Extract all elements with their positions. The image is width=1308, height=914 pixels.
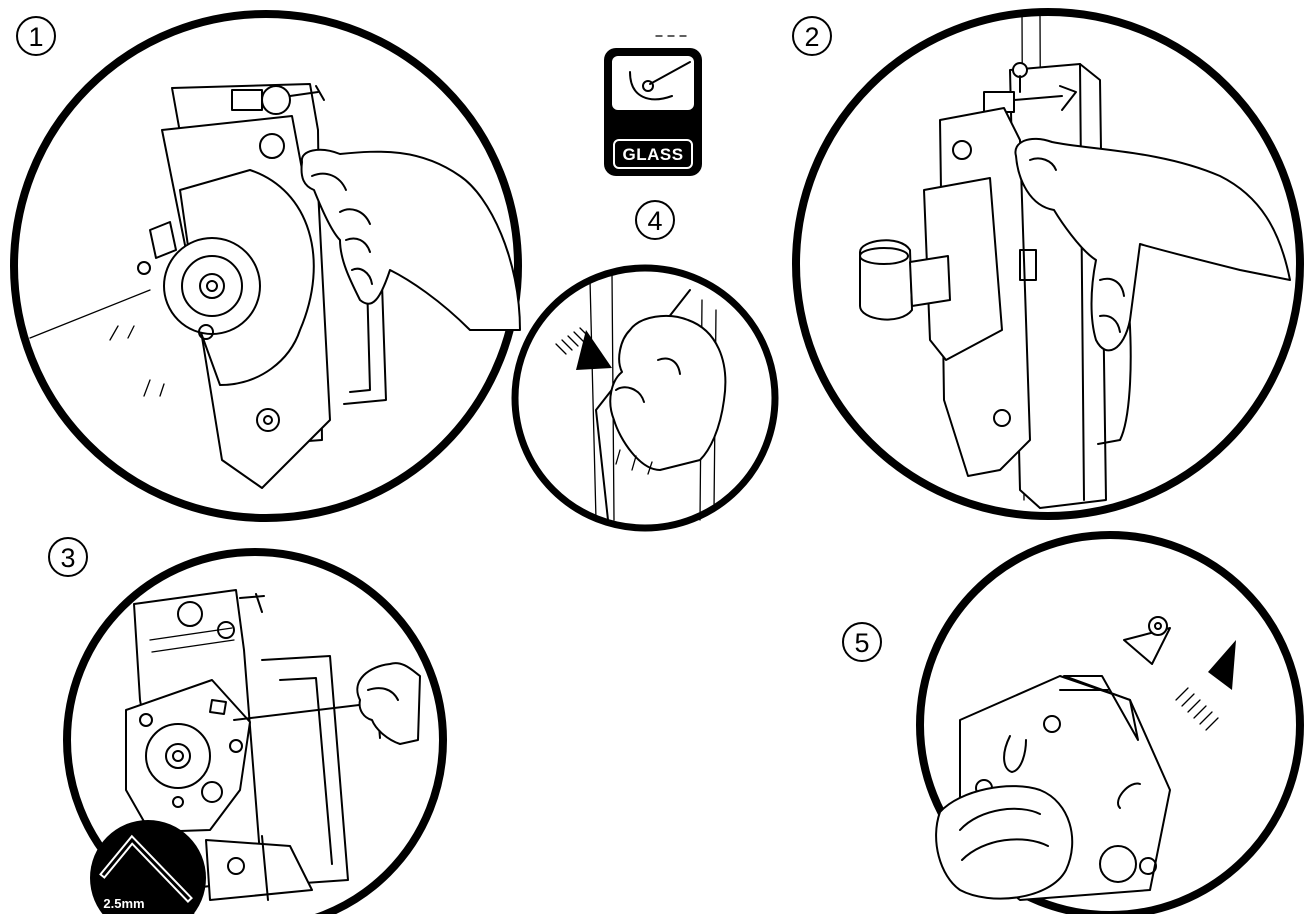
- step-2-group: 2: [792, 8, 1304, 520]
- step-5-group: 5: [842, 531, 1304, 914]
- step-5-marker: [842, 622, 882, 662]
- step-2-label: 2: [804, 22, 819, 52]
- glass-icon-label: GLASS: [622, 145, 683, 164]
- step-1-illustration: [29, 83, 521, 489]
- step-2-marker: [792, 16, 832, 56]
- step-5-label: 5: [854, 628, 869, 658]
- glass-icon-group: GLASS: [604, 35, 702, 176]
- hex-key-label: 2.5mm: [103, 896, 144, 911]
- step-1-group: 1: [10, 10, 522, 522]
- step-1-marker: [16, 16, 56, 56]
- step-1-label: 1: [28, 22, 43, 52]
- step-3-marker: [48, 537, 88, 577]
- hex-key-badge: 2.5mm: [90, 820, 206, 914]
- step-3-illustration: [125, 589, 421, 901]
- step-4-label: 4: [647, 206, 662, 236]
- step-5-illustration: [935, 616, 1236, 901]
- step-4-group: 4: [511, 200, 779, 532]
- step-4-illustration: [555, 273, 727, 521]
- step-3-group: 3: [48, 537, 447, 914]
- step-4-marker: [635, 200, 675, 240]
- step-3-label: 3: [60, 543, 75, 573]
- step-2-illustration: [859, 13, 1291, 509]
